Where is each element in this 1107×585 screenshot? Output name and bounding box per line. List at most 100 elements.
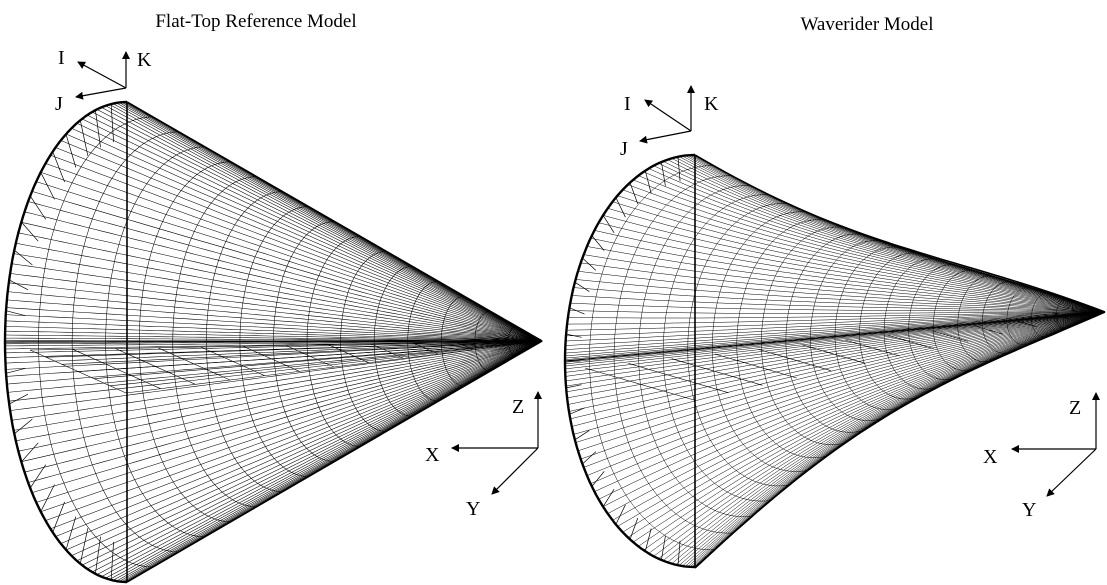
cap-line <box>569 407 585 415</box>
flat-top-upper-surface-line <box>172 176 257 342</box>
waverider-lower-surface-line <box>883 332 938 390</box>
panel-waverider: Waverider Model I J K X Y Z <box>563 14 1106 569</box>
waverider-upper-surface-line <box>1031 292 1050 319</box>
wedge-line <box>714 353 797 379</box>
cap-line <box>661 536 666 561</box>
flat-top-upper-surface-line <box>340 251 387 342</box>
waverider-upper-surface-line <box>691 154 1106 313</box>
waverider-upper-surface-line <box>736 219 826 346</box>
flat-top-upper-surface-line <box>71 131 179 342</box>
waverider-upper-surface-line <box>932 269 975 328</box>
x-axis-label: X <box>983 446 998 468</box>
wedge-line <box>888 335 934 349</box>
plate-line <box>93 340 543 379</box>
grid-axes-waverider <box>639 85 695 144</box>
plate-line <box>45 340 543 358</box>
wedge-line <box>584 367 695 401</box>
waverider-upper-surface-line <box>613 175 733 357</box>
cap-line <box>21 442 39 463</box>
waverider-upper-surface-line <box>883 258 938 332</box>
base-rim <box>3 100 128 584</box>
body-axes-waverider <box>1011 392 1100 497</box>
z-axis-label: Z <box>1069 397 1081 419</box>
y-axis-label: Y <box>466 498 480 520</box>
waverider-lower-surface-line <box>662 352 770 502</box>
cap-line <box>569 307 585 315</box>
cap-line <box>602 489 615 507</box>
wedge-line <box>671 358 763 386</box>
base-rim <box>563 153 696 569</box>
waverider-lower-surface-line <box>1031 318 1050 338</box>
waverider-upper-surface-line <box>908 264 956 330</box>
wedge-line <box>1018 321 1037 327</box>
waverider-upper-surface-line <box>693 154 1106 313</box>
i-axis-label: I <box>58 47 65 69</box>
body-axes-flat-top <box>451 391 542 495</box>
j-axis-arrow <box>75 87 127 100</box>
cap-line <box>79 120 89 156</box>
cap-line <box>40 484 55 512</box>
flat-top-lower-surface-line <box>306 341 361 447</box>
waverider-base-cap <box>565 155 696 567</box>
waverider-lower-surface-line <box>761 343 845 445</box>
waverider-lower-surface-line <box>589 358 714 551</box>
waverider-upper-surface-line <box>712 211 807 348</box>
flat-top-upper-surface-line <box>273 221 335 342</box>
flat-top-upper-surface-line <box>38 116 153 342</box>
mesh-waverider <box>563 153 1106 569</box>
cap-line <box>661 161 666 186</box>
cap-line <box>644 528 652 552</box>
cap-line <box>14 249 33 266</box>
cap-line <box>65 516 77 550</box>
i-axis-label: I <box>624 93 631 115</box>
cap-line <box>615 504 626 525</box>
wedge-line <box>801 344 866 364</box>
cap-line <box>615 197 626 218</box>
cap-line <box>566 333 582 338</box>
plate-line <box>61 340 543 365</box>
plate-line <box>125 340 543 394</box>
flat-top-lower-surface-line <box>206 341 283 492</box>
cap-line <box>677 540 681 566</box>
flat-top-lower-surface-line <box>273 341 335 462</box>
flat-top-upper-surface-line <box>508 325 517 342</box>
cap-line <box>29 195 46 220</box>
waverider-lower-surface-line <box>613 356 733 534</box>
cap-line <box>52 501 65 533</box>
cap-line <box>95 110 101 148</box>
cap-line <box>602 215 615 233</box>
flat-top-lower-surface-line <box>407 341 439 402</box>
cap-line <box>582 451 597 465</box>
flat-top-lower-surface-line <box>441 341 465 387</box>
j-axis-label: J <box>55 93 63 115</box>
waverider-upper-surface-line <box>694 154 1106 313</box>
flat-top-lower-surface-line <box>4 342 128 583</box>
wedge-line <box>628 363 729 393</box>
flat-top-base-cap <box>5 102 128 582</box>
waverider-upper-surface-line <box>589 165 714 359</box>
waverider-wedge <box>584 316 1071 401</box>
waverider-upper-surface-line <box>687 203 789 350</box>
cap-line <box>629 182 639 205</box>
cap-line <box>52 151 65 183</box>
upper-edge <box>694 154 1106 313</box>
mesh-flat-top <box>3 100 543 584</box>
plate-line <box>77 340 543 372</box>
flat-top-upper-surface-line <box>474 310 491 342</box>
cap-line <box>644 170 652 194</box>
flat-top-lower-surface-line <box>38 341 153 568</box>
waverider-lower-surface-line <box>736 345 826 458</box>
waverider-lower-surface <box>564 311 1106 568</box>
j-axis-arrow <box>639 130 692 144</box>
flat-top-plate <box>29 340 543 394</box>
flat-top-upper-surface-line <box>206 191 283 342</box>
waverider-upper-surface-line <box>662 194 770 353</box>
panel-title-flat-top: Flat-Top Reference Model <box>155 11 356 32</box>
cap-line <box>9 393 29 405</box>
waverider-upper-surface-line <box>638 185 751 355</box>
waverider-upper-surface-line <box>785 233 863 341</box>
cap-line <box>65 134 77 168</box>
z-axis-label: Z <box>512 396 524 418</box>
y-axis-arrow <box>1046 448 1097 497</box>
k-axis-label: K <box>704 93 719 115</box>
